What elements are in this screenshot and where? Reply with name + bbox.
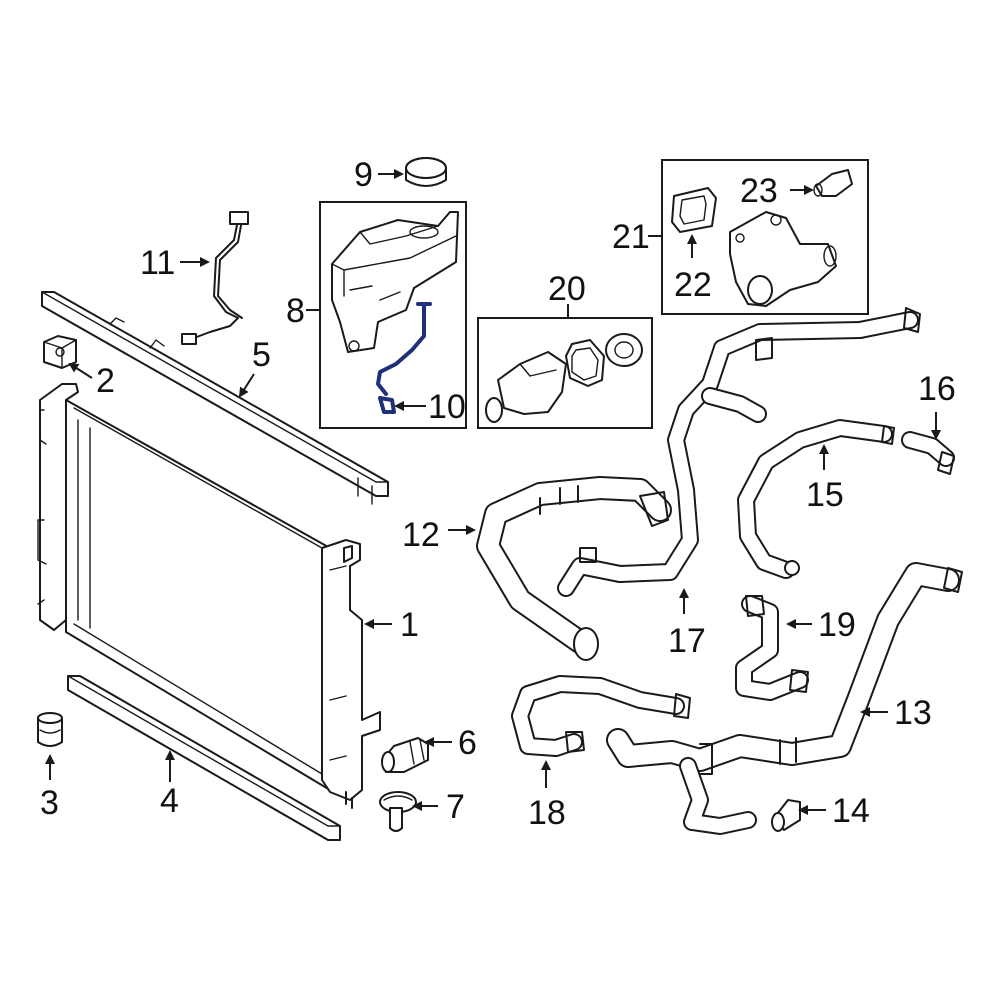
hose-part-19[interactable] bbox=[735, 595, 809, 701]
callout-19: 19 bbox=[818, 606, 856, 644]
callout-11: 11 bbox=[140, 244, 175, 282]
reservoir-kit-box bbox=[319, 201, 467, 429]
callout-15: 15 bbox=[806, 476, 844, 514]
mount-part[interactable] bbox=[37, 712, 63, 747]
elbow-part-16[interactable] bbox=[901, 431, 955, 475]
callout-12: 12 bbox=[402, 516, 440, 554]
upper-deflector-part[interactable] bbox=[41, 291, 389, 505]
callout-9: 9 bbox=[354, 156, 373, 194]
hose-part-13[interactable] bbox=[606, 562, 963, 835]
outlet-gasket-part[interactable] bbox=[671, 187, 717, 233]
callout-4: 4 bbox=[160, 782, 179, 820]
thermostat-part[interactable] bbox=[605, 333, 643, 367]
hose-part-12[interactable] bbox=[476, 476, 672, 661]
callout-16: 16 bbox=[918, 370, 956, 408]
leader-lines bbox=[45, 169, 941, 815]
wiring-harness-part[interactable] bbox=[181, 211, 249, 345]
callout-20: 20 bbox=[548, 270, 586, 308]
callout-6: 6 bbox=[458, 724, 477, 762]
thermostat-kit-box bbox=[477, 317, 653, 429]
callout-1: 1 bbox=[400, 606, 419, 644]
hose-part-17[interactable] bbox=[557, 307, 921, 597]
connector-part-14[interactable] bbox=[771, 799, 801, 832]
reservoir-part[interactable] bbox=[331, 211, 459, 353]
coolant-outlet-part[interactable] bbox=[729, 211, 837, 307]
callout-2: 2 bbox=[96, 362, 115, 400]
callout-13: 13 bbox=[894, 694, 932, 732]
callout-labels: 1 2 3 4 5 6 7 8 9 10 11 12 13 14 15 16 1… bbox=[40, 156, 956, 832]
callout-22: 22 bbox=[674, 266, 712, 304]
clip-part[interactable] bbox=[43, 335, 77, 369]
level-sensor-hose-part[interactable] bbox=[376, 302, 432, 414]
temperature-sensor-part[interactable] bbox=[813, 169, 853, 197]
sensor-part-6[interactable] bbox=[381, 737, 429, 773]
callout-14: 14 bbox=[832, 792, 870, 830]
callout-17: 17 bbox=[668, 622, 706, 660]
callout-21: 21 bbox=[612, 218, 650, 256]
thermostat-housing-part[interactable] bbox=[485, 351, 567, 423]
hose-part-18[interactable] bbox=[511, 675, 691, 757]
hose-part-15[interactable] bbox=[737, 419, 895, 579]
drain-plug-part[interactable] bbox=[379, 791, 417, 832]
callout-23: 23 bbox=[740, 172, 778, 210]
reservoir-cap-part[interactable] bbox=[405, 157, 447, 187]
thermostat-gasket-part[interactable] bbox=[565, 339, 605, 387]
callout-7: 7 bbox=[446, 788, 465, 826]
callout-8: 8 bbox=[286, 292, 305, 330]
lower-deflector-part[interactable] bbox=[67, 675, 341, 841]
radiator-part[interactable] bbox=[37, 383, 381, 809]
callout-3: 3 bbox=[40, 784, 59, 822]
callout-18: 18 bbox=[528, 794, 566, 832]
callout-10: 10 bbox=[428, 388, 466, 426]
callout-5: 5 bbox=[252, 336, 271, 374]
